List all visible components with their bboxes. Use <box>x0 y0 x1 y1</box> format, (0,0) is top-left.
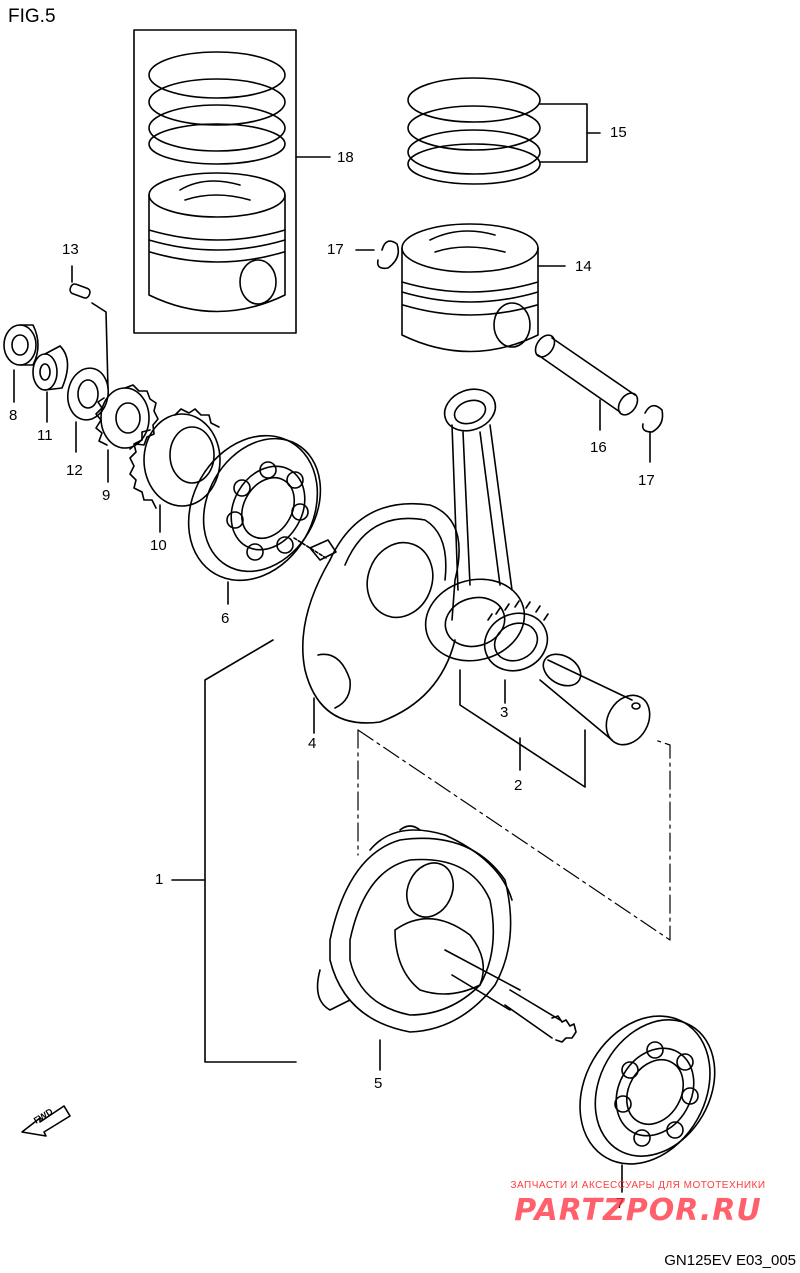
dowel-pin <box>69 265 109 389</box>
crank-web-right <box>316 825 577 1071</box>
large-gear <box>129 408 221 533</box>
callout-9: 9 <box>102 487 111 504</box>
callout-4: 4 <box>308 735 317 752</box>
circlip-lower <box>641 404 664 463</box>
crank-pin-bracket <box>459 669 586 788</box>
crank-pin <box>539 653 651 746</box>
alignment-guides <box>357 729 671 941</box>
piston-kit-frame <box>133 29 297 334</box>
callout-5: 5 <box>374 1075 383 1092</box>
bearing-left <box>187 434 322 605</box>
callout-1: 1 <box>155 871 164 888</box>
piston <box>401 223 566 353</box>
bearing-right <box>579 1015 716 1193</box>
washer <box>66 367 110 453</box>
crank-nut <box>3 324 39 403</box>
callout-13: 13 <box>62 241 79 258</box>
callout-7: 7 <box>616 1195 625 1212</box>
callout-18: 18 <box>337 149 354 166</box>
callout-17-lower: 17 <box>638 472 655 489</box>
piston-rings-kit <box>148 51 286 165</box>
callout-16: 16 <box>590 439 607 456</box>
figure-code: GN125EV E03_005 <box>664 1252 796 1269</box>
piston-rings <box>407 77 601 185</box>
needle-bearing <box>483 600 549 704</box>
piston-pin <box>534 334 639 431</box>
crank-web-left <box>293 502 460 734</box>
small-gear <box>95 384 159 483</box>
callout-8: 8 <box>9 407 18 424</box>
callout-12: 12 <box>66 462 83 479</box>
figure-title: FIG.5 <box>8 6 56 27</box>
callout-6: 6 <box>221 610 230 627</box>
callout-17-upper: 17 <box>327 241 344 258</box>
circlip-upper <box>355 240 400 270</box>
spacer <box>32 345 69 423</box>
watermark-logo: PARTZPOR.RU <box>514 1193 762 1228</box>
callout-15: 15 <box>610 124 627 141</box>
callout-14: 14 <box>575 258 592 275</box>
connecting-rod <box>424 388 526 662</box>
crankshaft-assembly-bracket <box>171 639 297 1063</box>
callout-3: 3 <box>500 704 509 721</box>
callout-11: 11 <box>37 427 53 444</box>
forward-arrow-icon <box>21 1105 71 1137</box>
watermark-tagline: ЗАПЧАСТИ И АКСЕССУАРЫ ДЛЯ МОТОТЕХНИКИ <box>510 1180 766 1191</box>
piston-kit <box>148 172 286 313</box>
callout-2: 2 <box>514 777 523 794</box>
callout-10: 10 <box>150 537 167 554</box>
watermark: ЗАПЧАСТИ И АКСЕССУАРЫ ДЛЯ МОТОТЕХНИКИ PA… <box>488 1180 788 1228</box>
